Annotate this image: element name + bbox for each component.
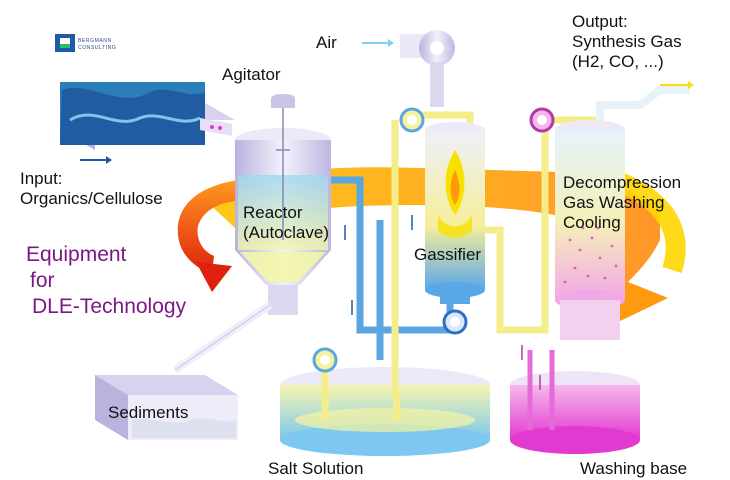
logo-text-line2: CONSULTING	[78, 45, 117, 51]
input-red-arrow	[177, 180, 242, 292]
gassifier-label: Gassifier	[414, 245, 482, 264]
output-label-line1: Output:	[572, 12, 628, 31]
decompression-label: Decompression Gas Washing Cooling	[563, 173, 681, 233]
pump-icons	[312, 107, 555, 373]
sediments-block	[95, 375, 238, 440]
reactor-label-line2: (Autoclave)	[243, 223, 329, 242]
output-label-line3: (H2, CO, ...)	[572, 52, 664, 71]
output-pipe	[596, 86, 690, 120]
agitator-label: Agitator	[222, 65, 281, 84]
salt-solution-label: Salt Solution	[268, 459, 364, 478]
decompression-label-line3: Cooling	[563, 213, 621, 232]
reactor-vessel	[235, 94, 331, 315]
reactor-label-line1: Reactor	[243, 203, 303, 222]
sediments-label: Sediments	[108, 403, 189, 422]
equipment-title-line1: Equipment	[26, 243, 127, 266]
output-label-line2: Synthesis Gas	[572, 32, 682, 51]
equipment-title: Equipment for DLE-Technology	[26, 242, 186, 320]
equipment-title-line3: DLE-Technology	[32, 295, 187, 318]
logo-text-line1: BERGMANN	[78, 38, 112, 44]
reactor-label: Reactor (Autoclave)	[243, 203, 329, 243]
equipment-title-line2: for	[30, 269, 55, 292]
input-label-line1: Input:	[20, 169, 63, 188]
air-blower	[400, 30, 455, 107]
input-material-block	[60, 82, 235, 150]
air-label: Air	[316, 33, 337, 52]
input-label: Input: Organics/Cellulose	[20, 169, 163, 209]
small-flow-arrows	[344, 215, 541, 390]
output-label: Output: Synthesis Gas (H2, CO, ...)	[572, 12, 682, 72]
salt-solution-basin	[280, 367, 490, 456]
pink-piping	[527, 350, 555, 430]
decompression-tower	[555, 120, 625, 340]
input-label-line2: Organics/Cellulose	[20, 189, 163, 208]
decompression-label-line1: Decompression	[563, 173, 682, 192]
decompression-label-line2: Gas Washing	[563, 193, 665, 212]
gassifier-vessel	[425, 122, 485, 304]
washing-base-label: Washing base	[580, 459, 688, 478]
input-arrowhead-icon	[106, 156, 112, 164]
bergmann-logo	[55, 34, 75, 52]
